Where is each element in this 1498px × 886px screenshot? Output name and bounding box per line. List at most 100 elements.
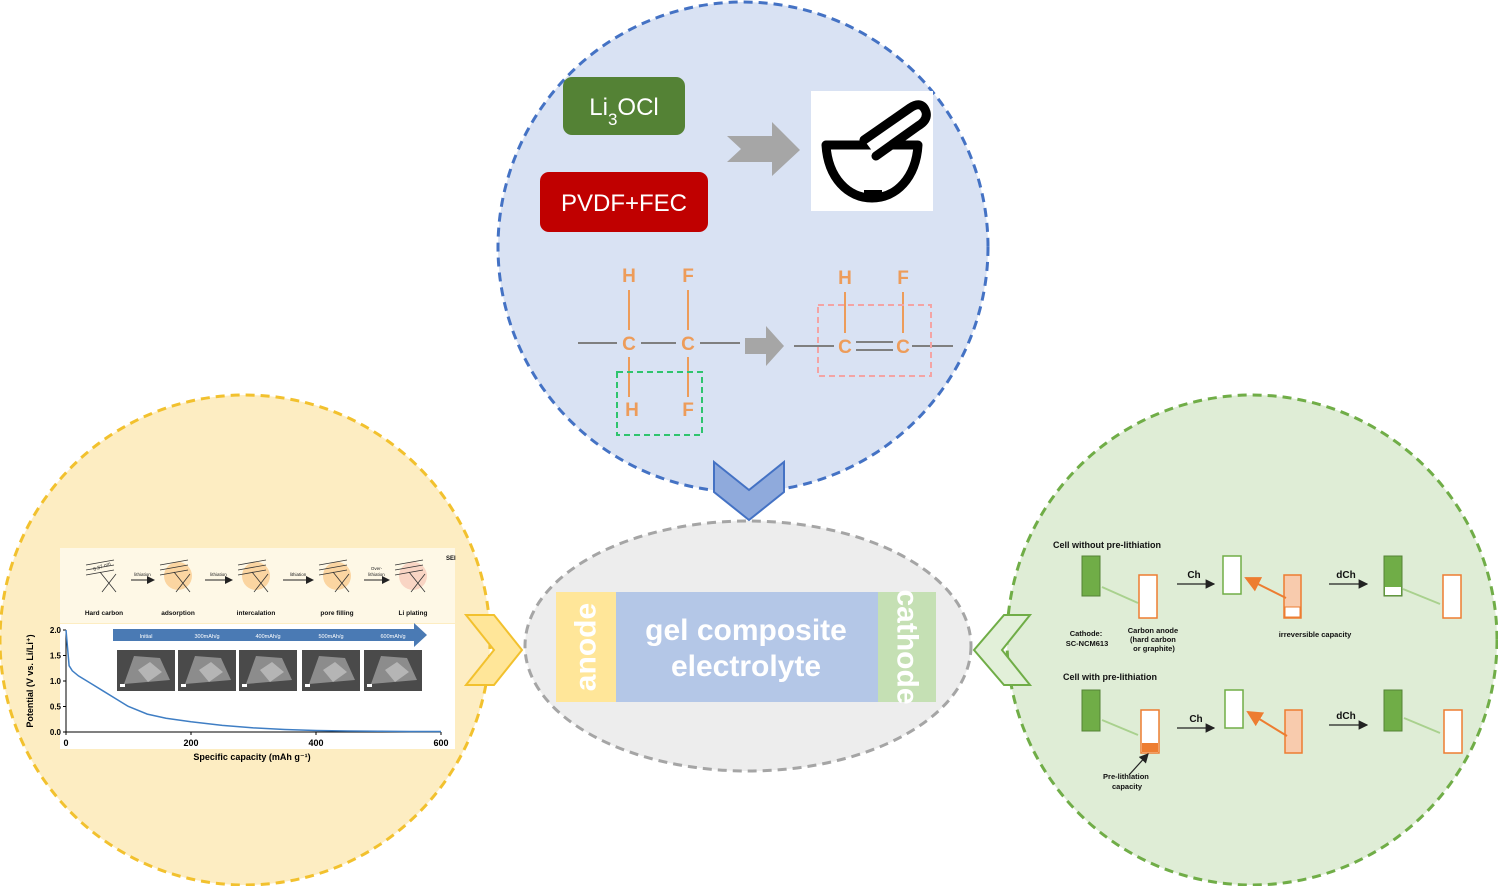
double-bond-box: [817, 304, 932, 377]
electrolyte-label-line1: gel composite: [645, 614, 847, 647]
lithiation-arrow-label: lithiation: [134, 572, 151, 577]
prelithiation-capacity-label: Pre-lithiation capacity: [1103, 772, 1151, 791]
atom-c: C: [838, 337, 852, 358]
cathode-cell: [1224, 689, 1244, 729]
y-tick-label: 0.5: [50, 703, 62, 712]
potential-curve: [65, 629, 441, 733]
sem-image: [364, 650, 422, 691]
y-tick-label: 1.5: [50, 652, 62, 661]
cathode-cell: [1383, 555, 1403, 597]
atom-c: C: [896, 337, 910, 358]
anode-cell: [1442, 574, 1462, 619]
cathode-bar: [878, 592, 936, 702]
hard-carbon-inset: Hard carbon adsorption intercalation pore f…: [25, 548, 456, 762]
cathode-label: Cathode: SC-NCM613: [1066, 629, 1109, 648]
x-tick-label: 200: [183, 738, 198, 748]
stage-illustration: Li plating: [394, 559, 428, 617]
irreversible-capacity-label: irreversible capacity: [1279, 630, 1352, 639]
x-tick-label: 0: [63, 738, 68, 748]
anode-description: Carbon anode (hard carbon or graphite): [1128, 626, 1181, 653]
pvdf-fec-label: PVDF+FEC: [561, 190, 687, 217]
charge-label: Ch: [1189, 714, 1202, 725]
electrolyte-bar: [616, 592, 878, 702]
stage-illustration: adsorption: [159, 559, 195, 617]
with-title: Cell with pre-lithiation: [1063, 672, 1157, 682]
capacity-banner-label: 500mAh/g: [318, 634, 343, 640]
lithiation-arrow: Over-lithiation: [364, 566, 390, 584]
anode-cell: [1138, 574, 1158, 619]
atom-c: C: [622, 334, 636, 355]
stage-label: pore filling: [320, 610, 353, 617]
hf-elimination-box: [616, 371, 703, 436]
atom-f: F: [682, 266, 694, 287]
sem-image: [178, 650, 236, 691]
pvdf-structure: H F C C H F: [578, 266, 740, 436]
lithiation-arrow: lithiation: [131, 572, 155, 584]
cathode-cell: [1081, 689, 1101, 732]
cathode-label: cathode: [891, 589, 924, 704]
irreversible-capacity-marker: [1284, 606, 1301, 618]
svg-text:Li3OCl: Li3OCl: [589, 94, 659, 129]
dimension-label: 0.37 nm: [93, 561, 112, 573]
anode-cell: [1443, 709, 1463, 754]
capacity-banner-label: 600mAh/g: [380, 634, 405, 640]
capacity-banner-label: 400mAh/g: [255, 634, 280, 640]
atom-f: F: [897, 268, 909, 289]
stage-illustration: Hard carbon: [85, 559, 123, 617]
sem-image: [117, 650, 175, 691]
y-axis-label: Potential (V vs. Li/Li⁺): [25, 634, 35, 727]
lithiation-stages: Hard carbon adsorption intercalation pore f…: [85, 559, 428, 617]
anode-bar: [556, 592, 616, 702]
mortar-and-pestle-icon: [811, 91, 933, 211]
lithiation-arrow-label: Over-: [371, 566, 383, 571]
chevron-left-icon: [972, 614, 1033, 686]
sei-label: SEI: [446, 556, 456, 562]
cathode-cell: [1222, 555, 1242, 595]
lithiation-arrow: lithiation: [283, 572, 314, 584]
stage-label: Li plating: [399, 610, 428, 617]
electrolyte-label-line2: electrolyte: [671, 650, 821, 683]
x-tick-label: 600: [433, 738, 448, 748]
mix-arrow: [727, 122, 800, 176]
charge-label: Ch: [1187, 570, 1200, 581]
chevron-down-icon: [713, 459, 785, 522]
x-tick-label: 400: [308, 738, 323, 748]
chevron-right-icon: [463, 614, 524, 686]
stage-illustration: pore filling: [318, 559, 354, 617]
lithiation-arrow-label: lithiation: [368, 572, 385, 577]
discharge-label: dCh: [1336, 711, 1355, 722]
atom-h: H: [838, 268, 852, 289]
reaction-arrow: [745, 326, 784, 366]
sem-images: [117, 650, 422, 691]
product-structure: H F C C: [794, 268, 953, 377]
sem-image: [302, 650, 360, 691]
atom-h: H: [625, 400, 639, 421]
atom-f: F: [682, 400, 694, 421]
li3ocl-box: Li3OCl: [563, 77, 685, 135]
capacity-banner-labels: Initial 300mAh/g 400mAh/g 500mAh/g 600mAh/g: [140, 634, 406, 640]
li3ocl-label: Li: [589, 94, 608, 121]
stage-label: adsorption: [161, 610, 195, 617]
capacity-banner-label: Initial: [140, 634, 153, 640]
stage-label: intercalation: [237, 610, 276, 617]
stage-illustration: intercalation: [237, 559, 276, 617]
synthesis-circle: Li3OCl PVDF+FEC H F C C: [496, 0, 990, 494]
without-title: Cell without pre-lithiation: [1053, 540, 1161, 550]
atom-h: H: [622, 266, 636, 287]
y-tick-label: 0.0: [50, 728, 62, 737]
y-tick-label: 1.0: [50, 677, 62, 686]
x-axis-label: Specific capacity (mAh g⁻¹): [193, 752, 310, 762]
discharge-label: dCh: [1336, 570, 1355, 581]
capacity-banner: [113, 623, 427, 647]
prelithiation-inset: Cell without pre-lithiation Cell with pr…: [1053, 540, 1463, 791]
stage-label: Hard carbon: [85, 610, 123, 617]
lithiation-arrow-label: lithiation: [290, 572, 307, 577]
lithiation-arrow: lithiation: [205, 572, 233, 584]
cathode-cell: [1383, 689, 1403, 732]
capacity-banner-label: 300mAh/g: [194, 634, 219, 640]
prelithiation-marker: [1142, 743, 1158, 752]
atom-c: C: [681, 334, 695, 355]
